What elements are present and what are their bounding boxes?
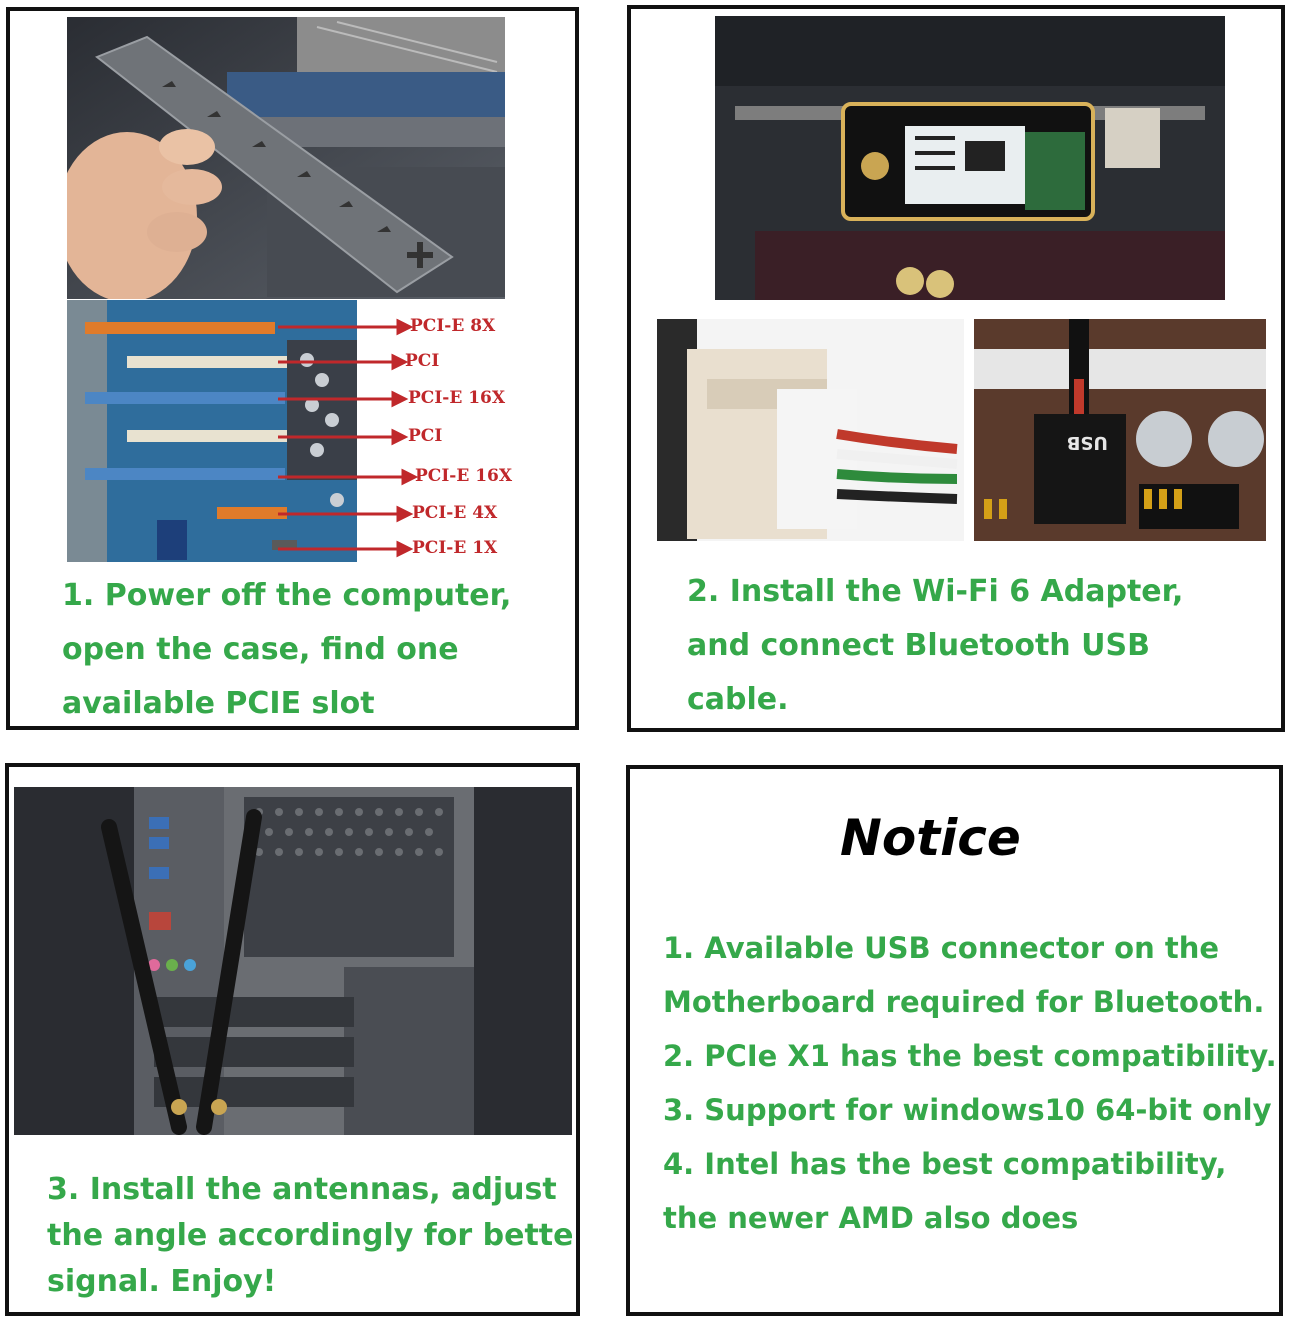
usb-header-photo: USB [974,319,1266,541]
step1-panel: PCI-E 8X PCI PCI-E 16X PCI PCI-E 16X PCI… [6,7,579,730]
connector-photo-svg [657,319,964,541]
slot-pcie16x-1 [85,392,285,404]
slot-label-7: PCI-E 1X [412,538,498,558]
slot-label-4: PCI [408,426,443,446]
notice-title: Notice [840,809,1021,867]
step1-line-3: available PCIE slot [62,686,375,721]
step3-line-3: signal. Enjoy! [47,1264,277,1299]
step1-text: 1. Power off the computer, open the case… [62,569,512,726]
slot-pci-2 [127,430,287,442]
slot-pcie16x-2 [85,468,285,480]
slot-label-6: PCI-E 4X [412,503,498,523]
slot-label-3: PCI-E 16X [408,388,506,408]
step3-line-2: the angle accordingly for better [47,1218,580,1253]
slot-pcie8x [85,322,275,334]
notice-item-4: 3. Support for windows10 64-bit only [663,1093,1272,1127]
step2-text: 2. Install the Wi-Fi 6 Adapter, and conn… [687,565,1183,727]
slot-arrows [278,318,418,558]
usb-header-photo-svg: USB [974,319,1266,541]
notice-item-6: the newer AMD also does [663,1201,1079,1235]
step2-line-1: 2. Install the Wi-Fi 6 Adapter, [687,574,1184,609]
step2-line-3: cable. [687,682,789,717]
bracket-photo-svg [67,17,505,299]
slot-label-1: PCI-E 8X [410,316,496,336]
notice-panel: Notice 1. Available USB connector on the… [626,765,1283,1316]
slot-pcie1x [272,540,297,550]
slot-pcie4x [217,507,287,519]
step3-text: 3. Install the antennas, adjust the angl… [47,1167,580,1305]
notice-item-1: 1. Available USB connector on the [663,931,1220,965]
adapter-photo [715,16,1225,300]
bracket-photo [67,17,505,299]
slot-label-2: PCI [405,351,440,371]
notice-item-5: 4. Intel has the best compatibility, [663,1147,1227,1181]
notice-item-2: Motherboard required for Bluetooth. [663,985,1265,1019]
antenna-photo-svg [14,787,572,1135]
usb-header-label: USB [1067,432,1108,453]
step1-line-1: 1. Power off the computer, [62,578,512,613]
step3-panel: 3. Install the antennas, adjust the angl… [5,763,580,1316]
step2-line-2: and connect Bluetooth USB [687,628,1150,663]
step3-line-1: 3. Install the antennas, adjust [47,1172,557,1207]
slot-label-5: PCI-E 16X [415,466,513,486]
step1-line-2: open the case, find one [62,632,459,667]
antenna-photo [14,787,572,1135]
step2-panel: USB 2. Install the Wi-Fi 6 Adapter, and … [627,5,1285,732]
adapter-photo-svg [715,16,1225,300]
connector-photo [657,319,964,541]
notice-item-3: 2. PCIe X1 has the best compatibility. [663,1039,1277,1073]
slot-pci-1 [127,356,287,368]
notice-list: 1. Available USB connector on the Mother… [663,921,1277,1245]
